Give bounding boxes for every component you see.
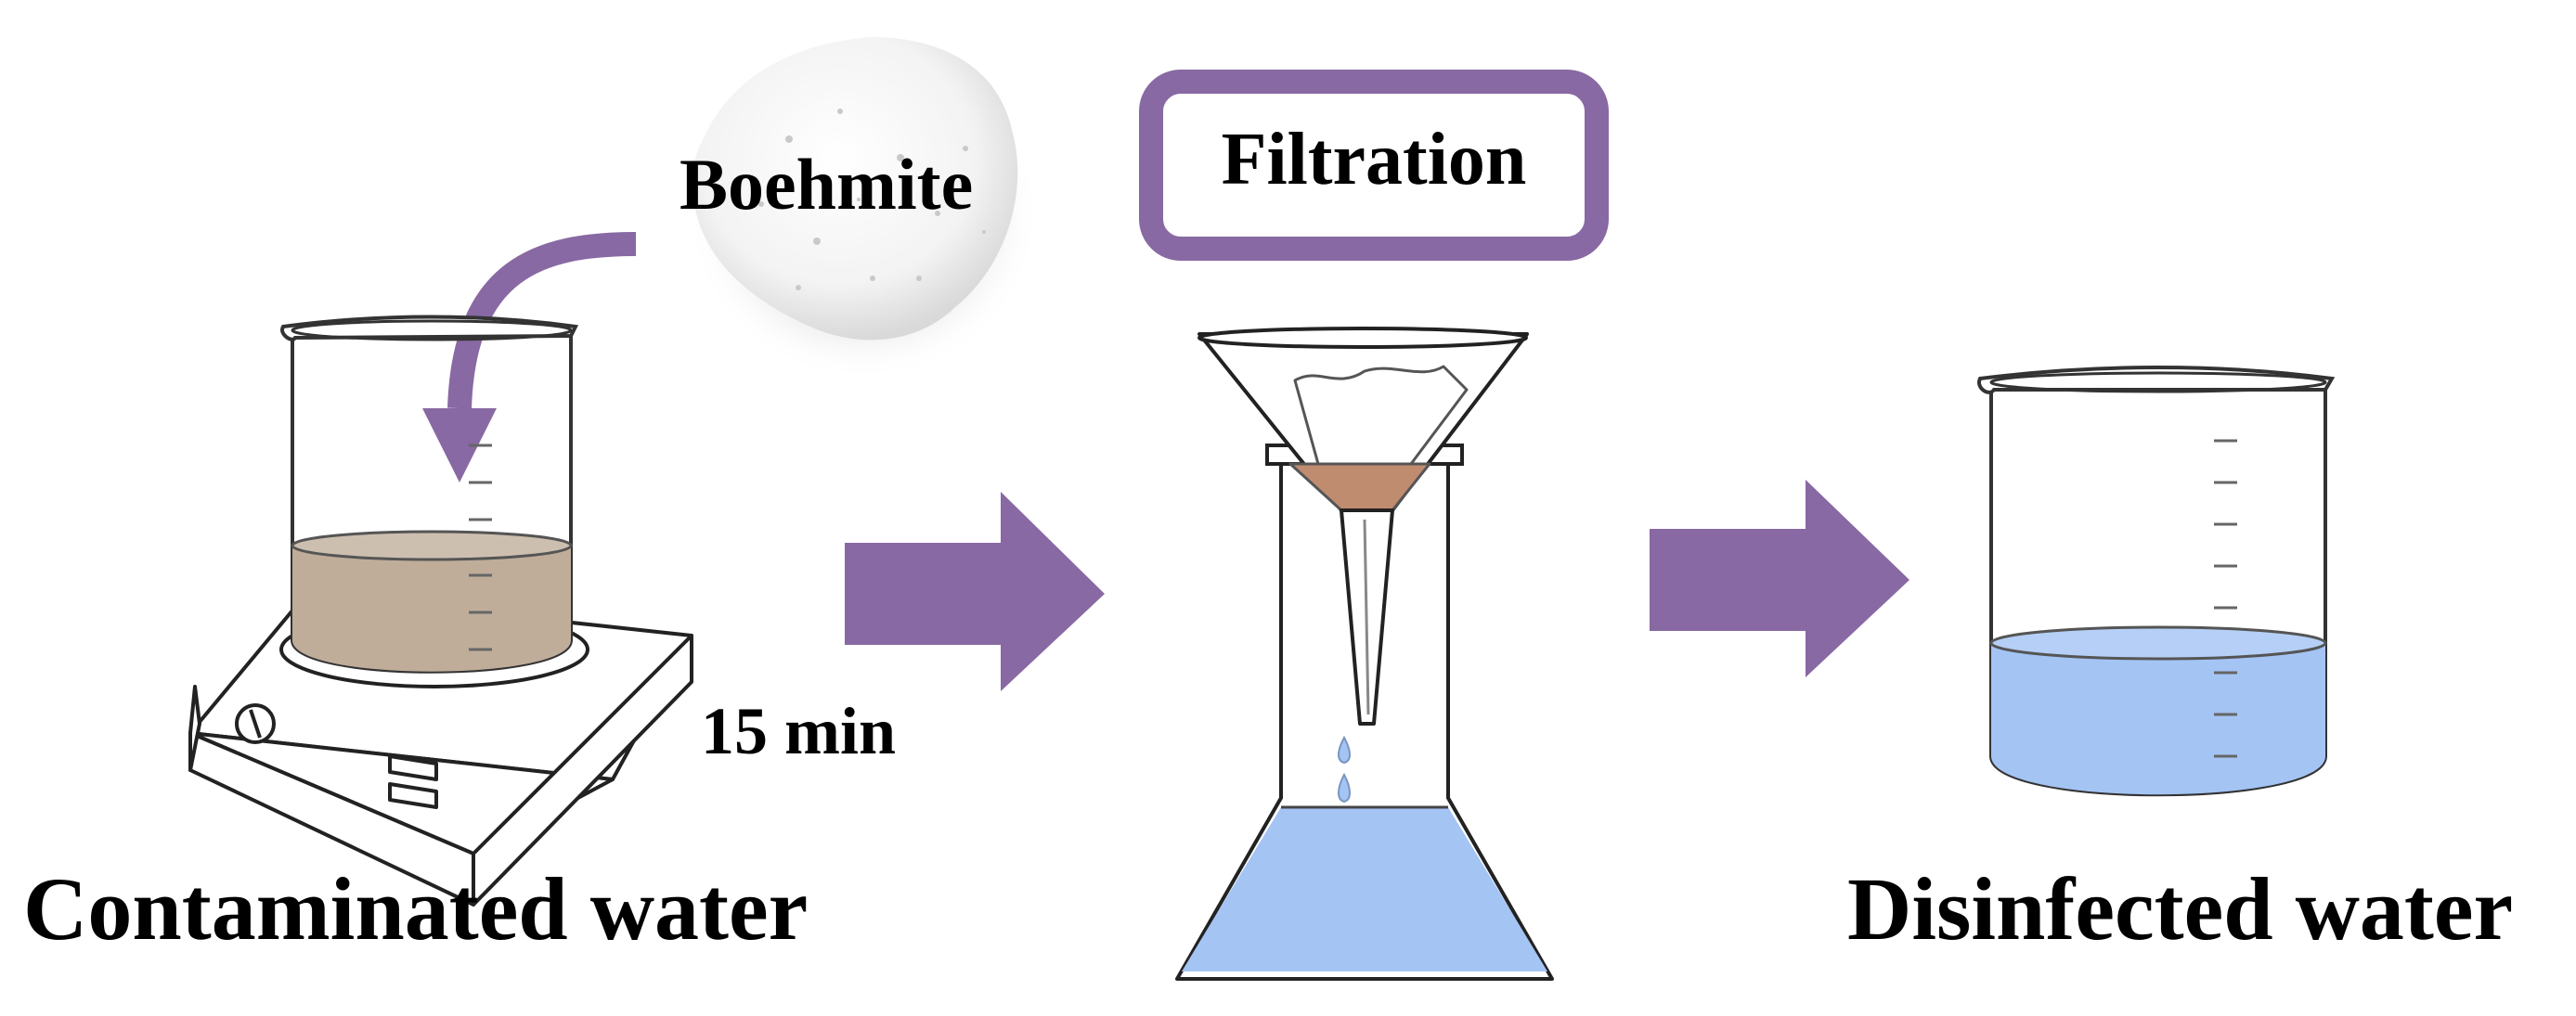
contaminated-water-label: Contaminated water <box>23 859 808 958</box>
boehmite-label: Boehmite <box>680 144 973 225</box>
water-drop-icon <box>1338 735 1351 804</box>
powder-icon <box>687 37 1040 380</box>
addition-arrow-icon <box>422 232 637 482</box>
funnel-icon <box>1197 327 1529 726</box>
disinfected-beaker-icon <box>1977 366 2336 797</box>
contaminated-beaker-icon <box>280 315 579 674</box>
arrow-icon <box>845 492 1105 691</box>
filtration-label-box: Filtration <box>1139 70 1609 261</box>
arrow-icon <box>1650 480 1909 677</box>
disinfected-water-label: Disinfected water <box>1847 859 2513 958</box>
time-label: 15 min <box>701 694 896 768</box>
filtration-label: Filtration <box>1222 119 1527 200</box>
